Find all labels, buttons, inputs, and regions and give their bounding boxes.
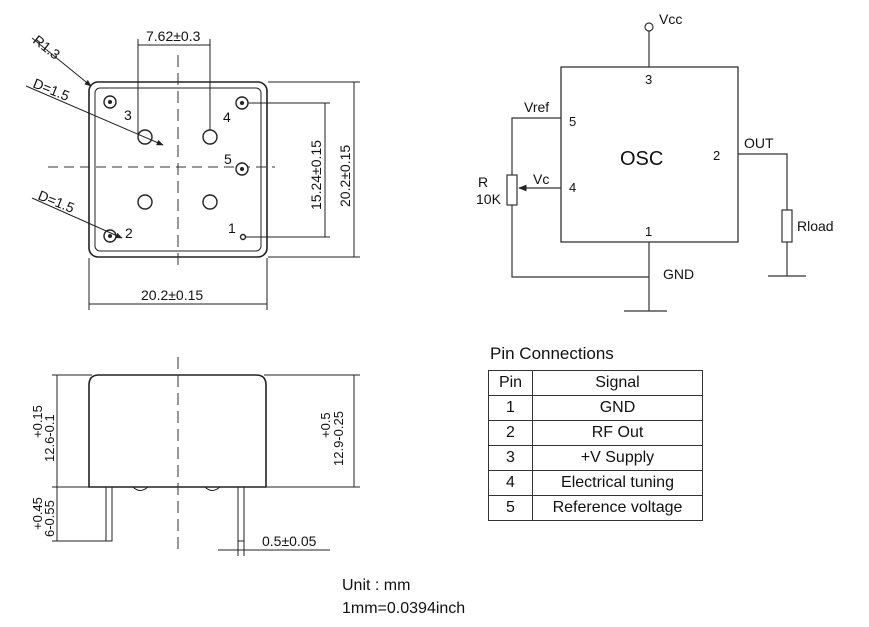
mount-hole-bottom-dot bbox=[108, 234, 112, 238]
header-pin: Pin bbox=[488, 370, 533, 396]
resistor-r bbox=[506, 174, 518, 206]
pin-connections-table: Pin Signal 1 GND 2 RF Out 3 +V Supply 4 … bbox=[488, 370, 703, 521]
vref-label: Vref bbox=[524, 99, 549, 115]
out-wire bbox=[738, 153, 788, 210]
osc-label: OSC bbox=[620, 148, 663, 170]
left-height-label: 12.6-0.1 bbox=[42, 414, 57, 462]
row-pin: 4 bbox=[488, 470, 533, 496]
row-signal: RF Out bbox=[532, 420, 703, 446]
top-view-body-inner bbox=[94, 87, 262, 252]
corner-radius-label: R1.3 bbox=[30, 32, 63, 63]
vc-label: Vc bbox=[533, 171, 549, 187]
pin5-number: 5 bbox=[224, 151, 232, 167]
side-view-body bbox=[88, 374, 267, 488]
table-row: 3 +V Supply bbox=[488, 445, 703, 471]
unit-label: Unit : mm bbox=[342, 577, 411, 594]
pin4-marker-dot bbox=[240, 101, 244, 105]
pin-connections-title: Pin Connections bbox=[490, 344, 614, 363]
row-signal: GND bbox=[532, 395, 703, 421]
osc-pin2: 2 bbox=[713, 148, 720, 163]
d-bottom-leader bbox=[31, 197, 123, 239]
top-view: R1.3 D=1.5 D=1.5 7.62±0.3 3 4 5 2 1 15.2… bbox=[25, 28, 360, 310]
pin2-number: 2 bbox=[125, 225, 133, 241]
vcc-label: Vcc bbox=[659, 11, 682, 27]
side-view: +0.15 12.6-0.1 +0.5 12.9-0.25 +0.45 6-0.… bbox=[30, 357, 360, 556]
pin1-marker bbox=[239, 233, 247, 241]
row-pin: 3 bbox=[488, 445, 533, 471]
osc-pin5: 5 bbox=[569, 114, 576, 129]
table-row: 2 RF Out bbox=[488, 420, 703, 446]
out-label: OUT bbox=[744, 135, 774, 151]
standoff-left bbox=[132, 486, 149, 491]
side-pin-left bbox=[105, 486, 113, 542]
r13-leader bbox=[31, 37, 92, 87]
inner-height-label: 15.24±0.15 bbox=[308, 140, 324, 210]
table-header-row: Pin Signal bbox=[488, 370, 703, 396]
rload-resistor bbox=[781, 209, 793, 243]
header-signal: Signal bbox=[532, 370, 703, 396]
hole-d-bottom-label: D=1.5 bbox=[36, 187, 77, 216]
osc-pin1: 1 bbox=[645, 224, 652, 239]
gnd-label: GND bbox=[663, 266, 694, 282]
r-label: R bbox=[478, 174, 488, 190]
osc-pin4: 4 bbox=[569, 180, 576, 195]
center-hole-left bbox=[137, 194, 153, 210]
osc-pin3: 3 bbox=[645, 72, 652, 87]
right-height-label: 12.9-0.25 bbox=[331, 411, 346, 466]
pin-diameter-label: 0.5±0.05 bbox=[262, 533, 317, 549]
outer-height-label: 20.2±0.15 bbox=[337, 145, 353, 207]
hole-d-top-label: D=1.5 bbox=[31, 75, 72, 104]
pin1-number: 1 bbox=[228, 220, 236, 236]
pin-length-label: 6-0.55 bbox=[42, 500, 57, 537]
pin5-marker-dot bbox=[240, 167, 244, 171]
row-signal: +V Supply bbox=[532, 445, 703, 471]
table-row: 4 Electrical tuning bbox=[488, 470, 703, 496]
side-pin-right bbox=[237, 486, 245, 542]
right-height-tol: +0.5 bbox=[318, 412, 333, 438]
table-row: 5 Reference voltage bbox=[488, 495, 703, 521]
schematic: OSC Vcc 3 Vref 5 R 10K Vc 4 GND 1 OUT 2 … bbox=[476, 11, 834, 312]
mount-hole-top-dot bbox=[108, 100, 112, 104]
row-signal: Electrical tuning bbox=[532, 470, 703, 496]
gnd-wire bbox=[511, 205, 649, 278]
width-label: 20.2±0.15 bbox=[141, 287, 203, 303]
rload-label: Rload bbox=[797, 218, 834, 234]
table-row: 1 GND bbox=[488, 395, 703, 421]
vcc-terminal bbox=[644, 22, 654, 32]
row-pin: 5 bbox=[488, 495, 533, 521]
pin-length-tol: +0.45 bbox=[30, 497, 45, 530]
pin3-number: 3 bbox=[124, 107, 132, 123]
pin4-hole bbox=[202, 129, 218, 145]
r-value: 10K bbox=[476, 191, 502, 207]
standoff-right bbox=[204, 486, 221, 491]
center-hole-right bbox=[202, 194, 218, 210]
left-height-tol: +0.15 bbox=[30, 405, 45, 438]
pin-spacing-label: 7.62±0.3 bbox=[146, 28, 201, 44]
unit-conversion: 1mm=0.0394inch bbox=[342, 600, 466, 617]
vref-wire bbox=[511, 117, 561, 175]
row-pin: 2 bbox=[488, 420, 533, 446]
d-top-leader bbox=[25, 85, 164, 146]
row-signal: Reference voltage bbox=[532, 495, 703, 521]
row-pin: 1 bbox=[488, 395, 533, 421]
pin4-number: 4 bbox=[223, 109, 231, 125]
